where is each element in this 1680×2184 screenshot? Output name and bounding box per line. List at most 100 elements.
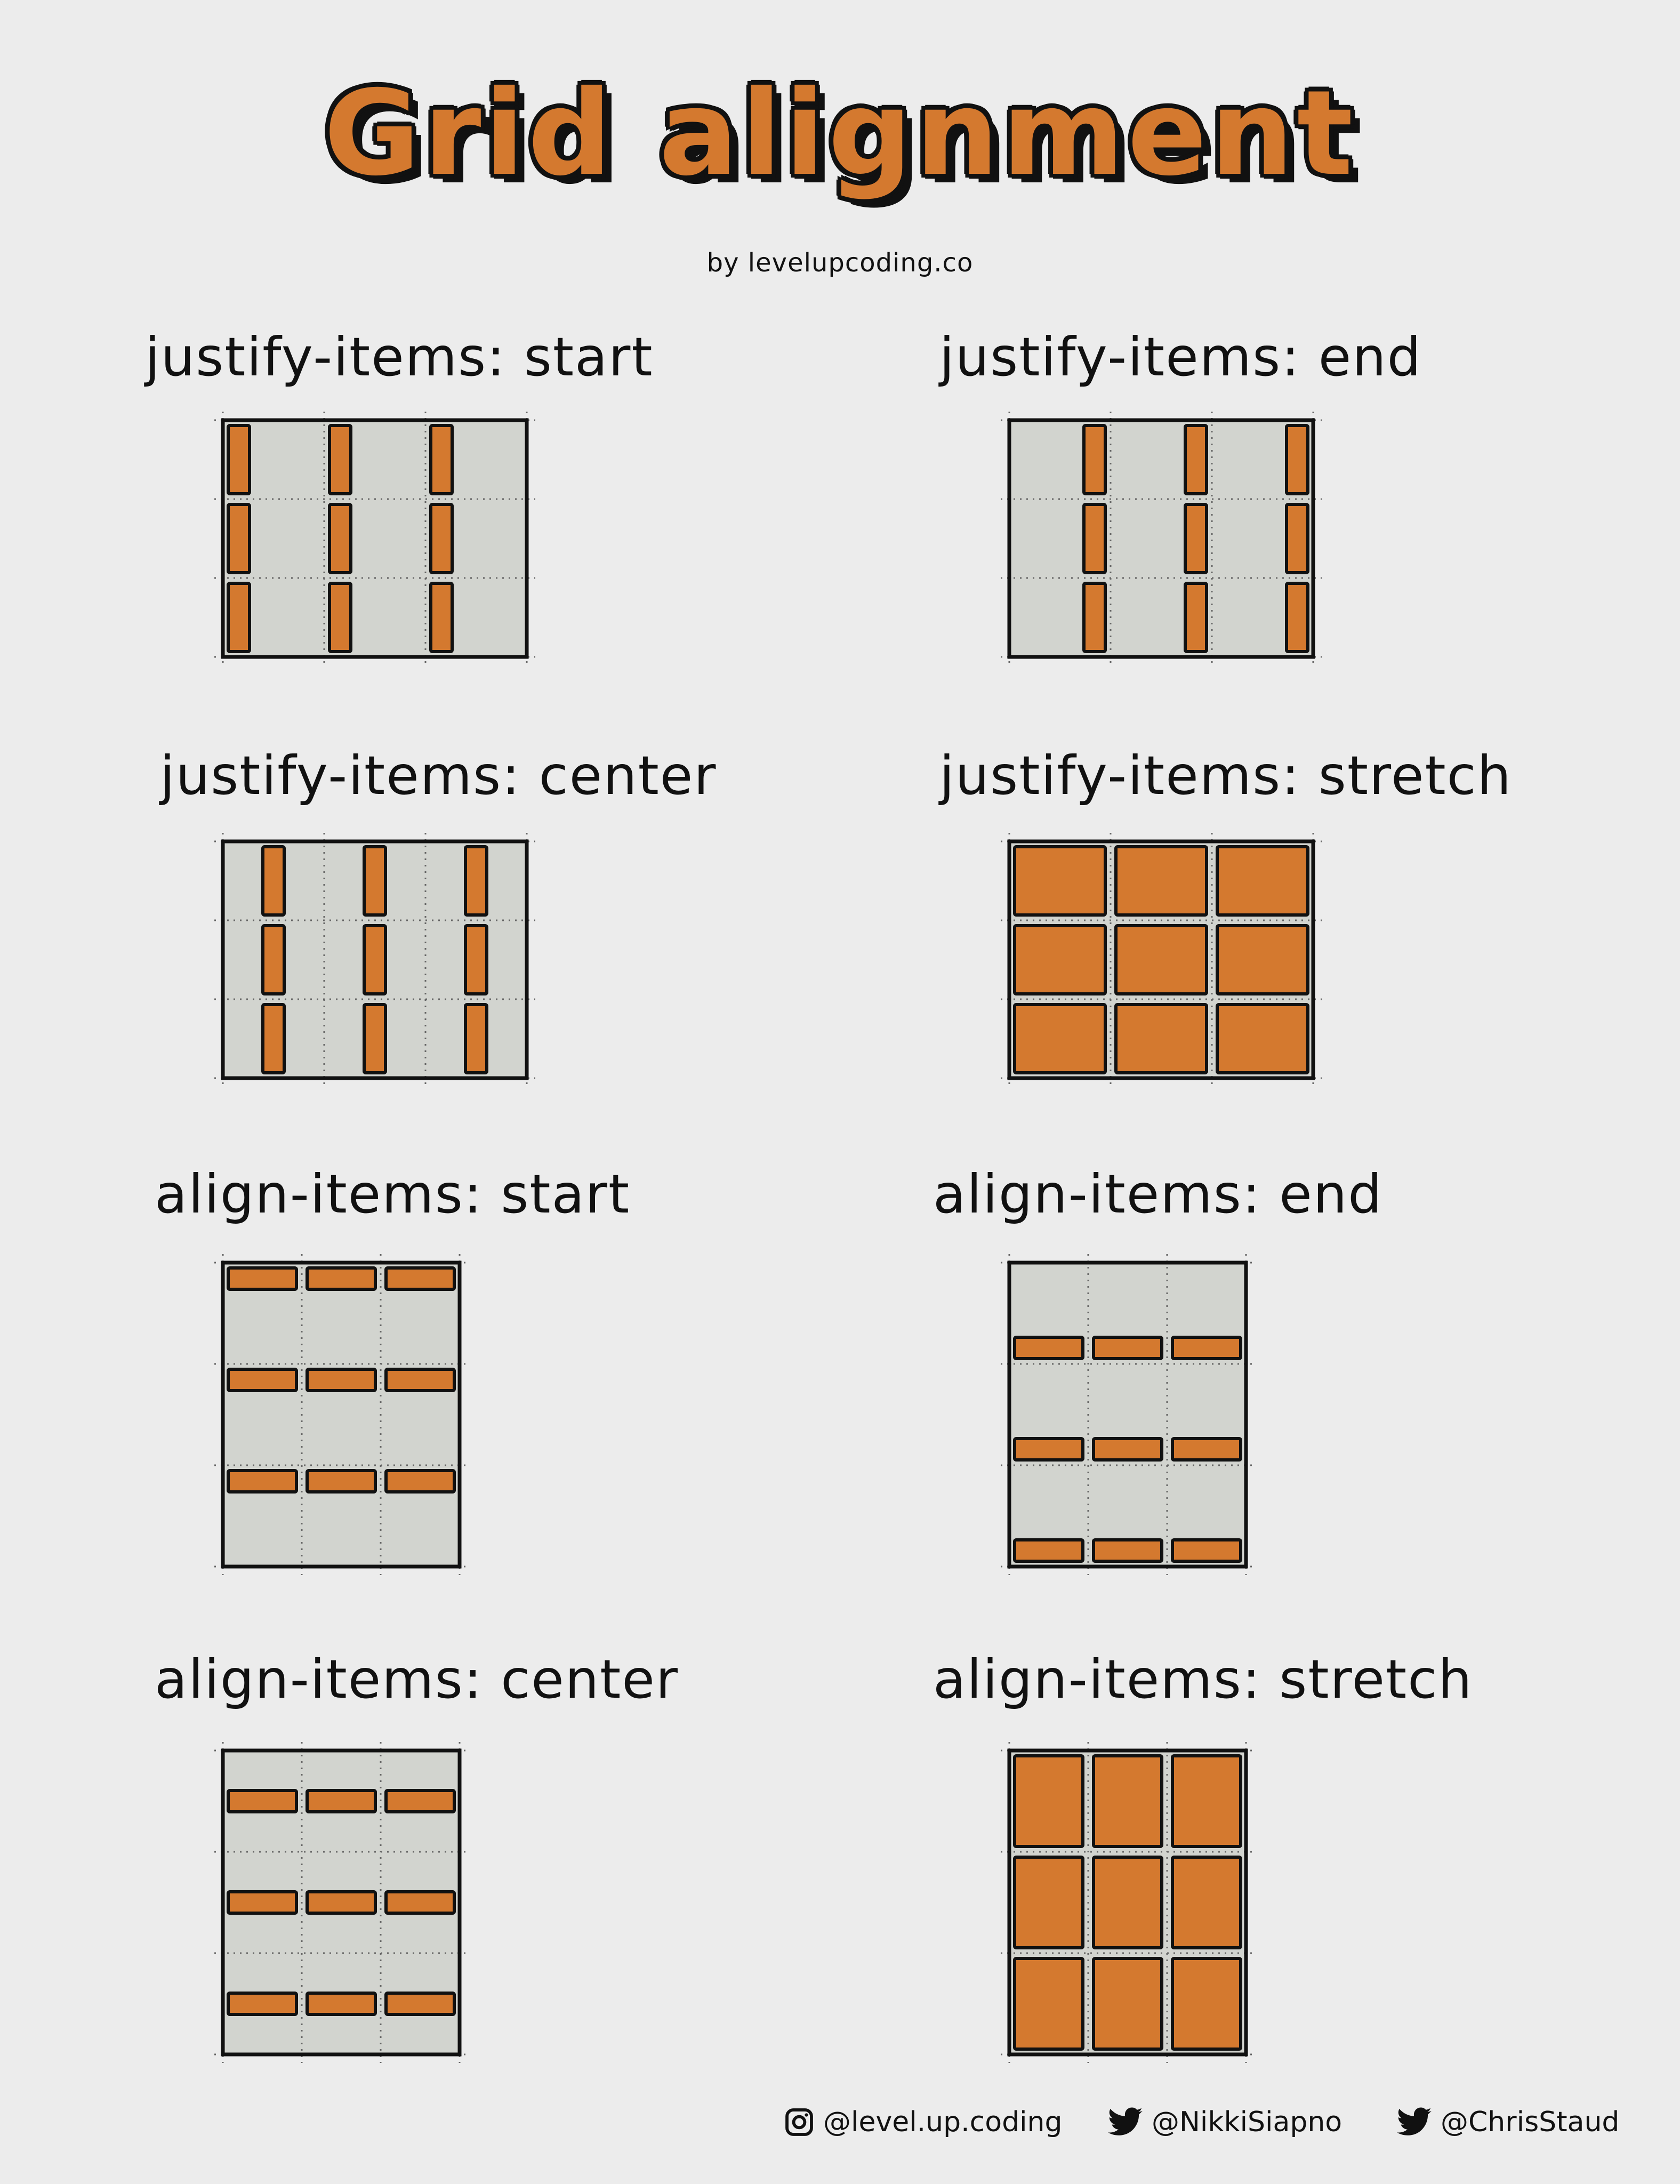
grid-item bbox=[384, 1469, 456, 1494]
grid-item bbox=[1013, 1856, 1084, 1949]
grid-item bbox=[429, 503, 454, 574]
grid-item bbox=[1184, 582, 1208, 653]
twitter-handle-chris: @ChrisStaud bbox=[1441, 2106, 1620, 2138]
grid-item bbox=[306, 1890, 377, 1915]
grid-item bbox=[1082, 503, 1107, 574]
grid-container bbox=[1007, 1260, 1248, 1569]
grid-item bbox=[306, 1789, 377, 1813]
grid-item bbox=[464, 924, 488, 995]
grid-item bbox=[1114, 1003, 1208, 1074]
grid-item bbox=[227, 1368, 298, 1392]
twitter-handle-nikki: @NikkiSiapno bbox=[1152, 2106, 1343, 2138]
grid-item bbox=[306, 1992, 377, 2016]
grid-item bbox=[429, 582, 454, 653]
grid-item bbox=[306, 1266, 377, 1291]
grid-item bbox=[384, 1890, 456, 1915]
grid-item bbox=[384, 1266, 456, 1291]
grid-item bbox=[1092, 1754, 1163, 1848]
grid-demo-align-center bbox=[214, 1742, 468, 2063]
grid-item bbox=[1013, 1957, 1084, 2051]
grid-item bbox=[1216, 924, 1309, 995]
grid-item bbox=[1184, 503, 1208, 574]
grid-demo-justify-start bbox=[214, 412, 535, 665]
grid-item bbox=[1171, 1538, 1242, 1563]
grid-item bbox=[1171, 1437, 1242, 1462]
grid-item bbox=[464, 1003, 488, 1074]
panel-label-align-center: align-items: center bbox=[155, 1648, 679, 1711]
grid-border bbox=[1007, 418, 1315, 659]
grid-demo-align-stretch bbox=[1001, 1742, 1255, 2063]
panel-label-justify-start: justify-items: start bbox=[145, 326, 654, 388]
grid-border bbox=[1007, 1260, 1248, 1569]
grid-border bbox=[1007, 839, 1315, 1080]
grid-item bbox=[1171, 1754, 1242, 1848]
grid-item bbox=[464, 845, 488, 917]
twitter-icon bbox=[1108, 2107, 1143, 2135]
grid-item bbox=[384, 1368, 456, 1392]
grid-item bbox=[227, 582, 251, 653]
grid-container bbox=[221, 418, 529, 659]
grid-item bbox=[363, 924, 387, 995]
grid-item bbox=[1171, 1957, 1242, 2051]
panel-label-justify-center: justify-items: center bbox=[160, 744, 717, 807]
grid-demo-align-start bbox=[214, 1254, 468, 1575]
grid-border bbox=[221, 839, 529, 1080]
grid-item bbox=[1082, 424, 1107, 495]
panel-label-justify-stretch: justify-items: stretch bbox=[939, 744, 1513, 807]
grid-item bbox=[1216, 845, 1309, 917]
grid-border bbox=[221, 1748, 462, 2057]
grid-item bbox=[1092, 1437, 1163, 1462]
grid-item bbox=[227, 1266, 298, 1291]
panel-label-justify-end: justify-items: end bbox=[939, 326, 1422, 388]
grid-item bbox=[1114, 924, 1208, 995]
grid-item bbox=[1013, 1437, 1084, 1462]
grid-demo-justify-end bbox=[1001, 412, 1322, 665]
grid-item bbox=[227, 1789, 298, 1813]
grid-item bbox=[227, 1890, 298, 1915]
grid-item bbox=[1013, 1336, 1084, 1360]
grid-item bbox=[384, 1789, 456, 1813]
grid-item bbox=[1013, 845, 1107, 917]
footer-instagram[interactable]: @level.up.coding bbox=[784, 2106, 1063, 2138]
grid-item bbox=[1092, 1856, 1163, 1949]
grid-item bbox=[227, 503, 251, 574]
grid-item bbox=[1216, 1003, 1309, 1074]
grid-item bbox=[384, 1992, 456, 2016]
grid-item bbox=[328, 503, 352, 574]
grid-demo-justify-center bbox=[214, 833, 535, 1087]
grid-item bbox=[363, 1003, 387, 1074]
grid-container bbox=[1007, 418, 1315, 659]
page-title: Grid alignment bbox=[324, 65, 1356, 202]
grid-border bbox=[1007, 1748, 1248, 2057]
grid-item bbox=[429, 424, 454, 495]
grid-item bbox=[1092, 1336, 1163, 1360]
grid-item bbox=[306, 1368, 377, 1392]
panel-label-align-stretch: align-items: stretch bbox=[933, 1648, 1473, 1711]
grid-item bbox=[1114, 845, 1208, 917]
grid-item bbox=[328, 424, 352, 495]
grid-item bbox=[363, 845, 387, 917]
grid-item bbox=[328, 582, 352, 653]
twitter-icon bbox=[1397, 2107, 1432, 2135]
instagram-handle: @level.up.coding bbox=[823, 2106, 1063, 2138]
grid-item bbox=[227, 1992, 298, 2016]
grid-item bbox=[1092, 1538, 1163, 1563]
footer-twitter-nikki[interactable]: @NikkiSiapno bbox=[1108, 2106, 1342, 2138]
grid-item bbox=[1092, 1957, 1163, 2051]
footer-twitter-chris[interactable]: @ChrisStaud bbox=[1397, 2106, 1619, 2138]
grid-item bbox=[1285, 424, 1309, 495]
panel-label-align-end: align-items: end bbox=[933, 1163, 1383, 1225]
grid-item bbox=[261, 924, 286, 995]
grid-item bbox=[1285, 582, 1309, 653]
grid-item bbox=[1184, 424, 1208, 495]
grid-item bbox=[1285, 503, 1309, 574]
grid-border bbox=[221, 1260, 462, 1569]
byline: by levelupcoding.co bbox=[706, 248, 974, 278]
instagram-icon bbox=[785, 2108, 813, 2136]
grid-item bbox=[1082, 582, 1107, 653]
grid-item bbox=[227, 1469, 298, 1494]
grid-item bbox=[1013, 1003, 1107, 1074]
grid-item bbox=[306, 1469, 377, 1494]
grid-border bbox=[221, 418, 529, 659]
grid-item bbox=[261, 1003, 286, 1074]
